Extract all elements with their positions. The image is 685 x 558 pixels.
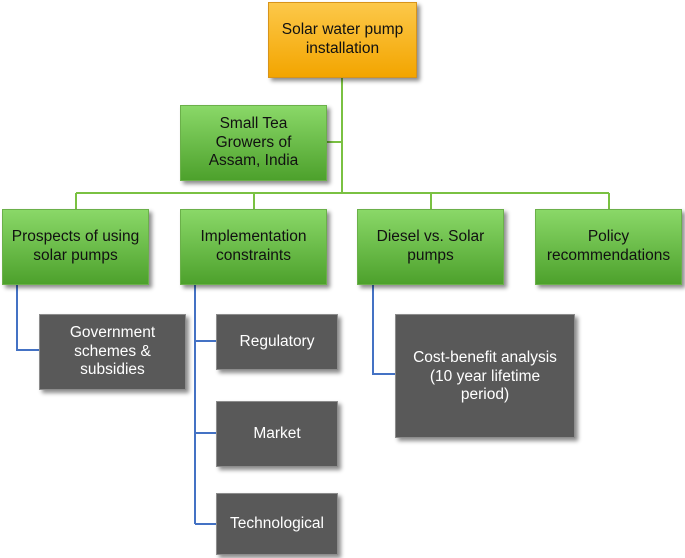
branch-node-label: Prospects of using solar pumps [11, 228, 140, 264]
detail-node-label: Government schemes & subsidies [69, 324, 156, 379]
detail-node-label: Market [253, 424, 301, 442]
branch-node-policy: Policy recommendations [535, 209, 682, 285]
detail-node-government-schemes: Government schemes & subsidies [39, 314, 186, 390]
branch-node-prospects: Prospects of using solar pumps [2, 209, 149, 285]
branch-node-label: Implementation constraints [200, 228, 307, 264]
branch-node-constraints: Implementation constraints [180, 209, 327, 285]
detail-node-regulatory: Regulatory [216, 314, 338, 370]
root-node-label: Solar water pump installation [281, 21, 404, 57]
branch-node-diesel-vs-solar: Diesel vs. Solar pumps [357, 209, 504, 285]
prospects-detail-connector [16, 285, 39, 351]
comparison-detail-connector [372, 285, 395, 375]
detail-node-cost-benefit: Cost-benefit analysis (10 year lifetime … [395, 314, 575, 438]
branch-node-label: Policy recommendations [546, 228, 671, 264]
detail-node-label: Technological [230, 514, 324, 532]
detail-node-label: Cost-benefit analysis (10 year lifetime … [413, 349, 557, 404]
root-node: Solar water pump installation [268, 2, 417, 78]
context-node: Small Tea Growers of Assam, India [180, 105, 327, 181]
branch-node-label: Diesel vs. Solar pumps [376, 228, 485, 264]
detail-node-technological: Technological [216, 493, 338, 555]
detail-node-market: Market [216, 401, 338, 467]
context-node-label: Small Tea Growers of Assam, India [208, 115, 299, 170]
detail-node-label: Regulatory [239, 332, 315, 350]
